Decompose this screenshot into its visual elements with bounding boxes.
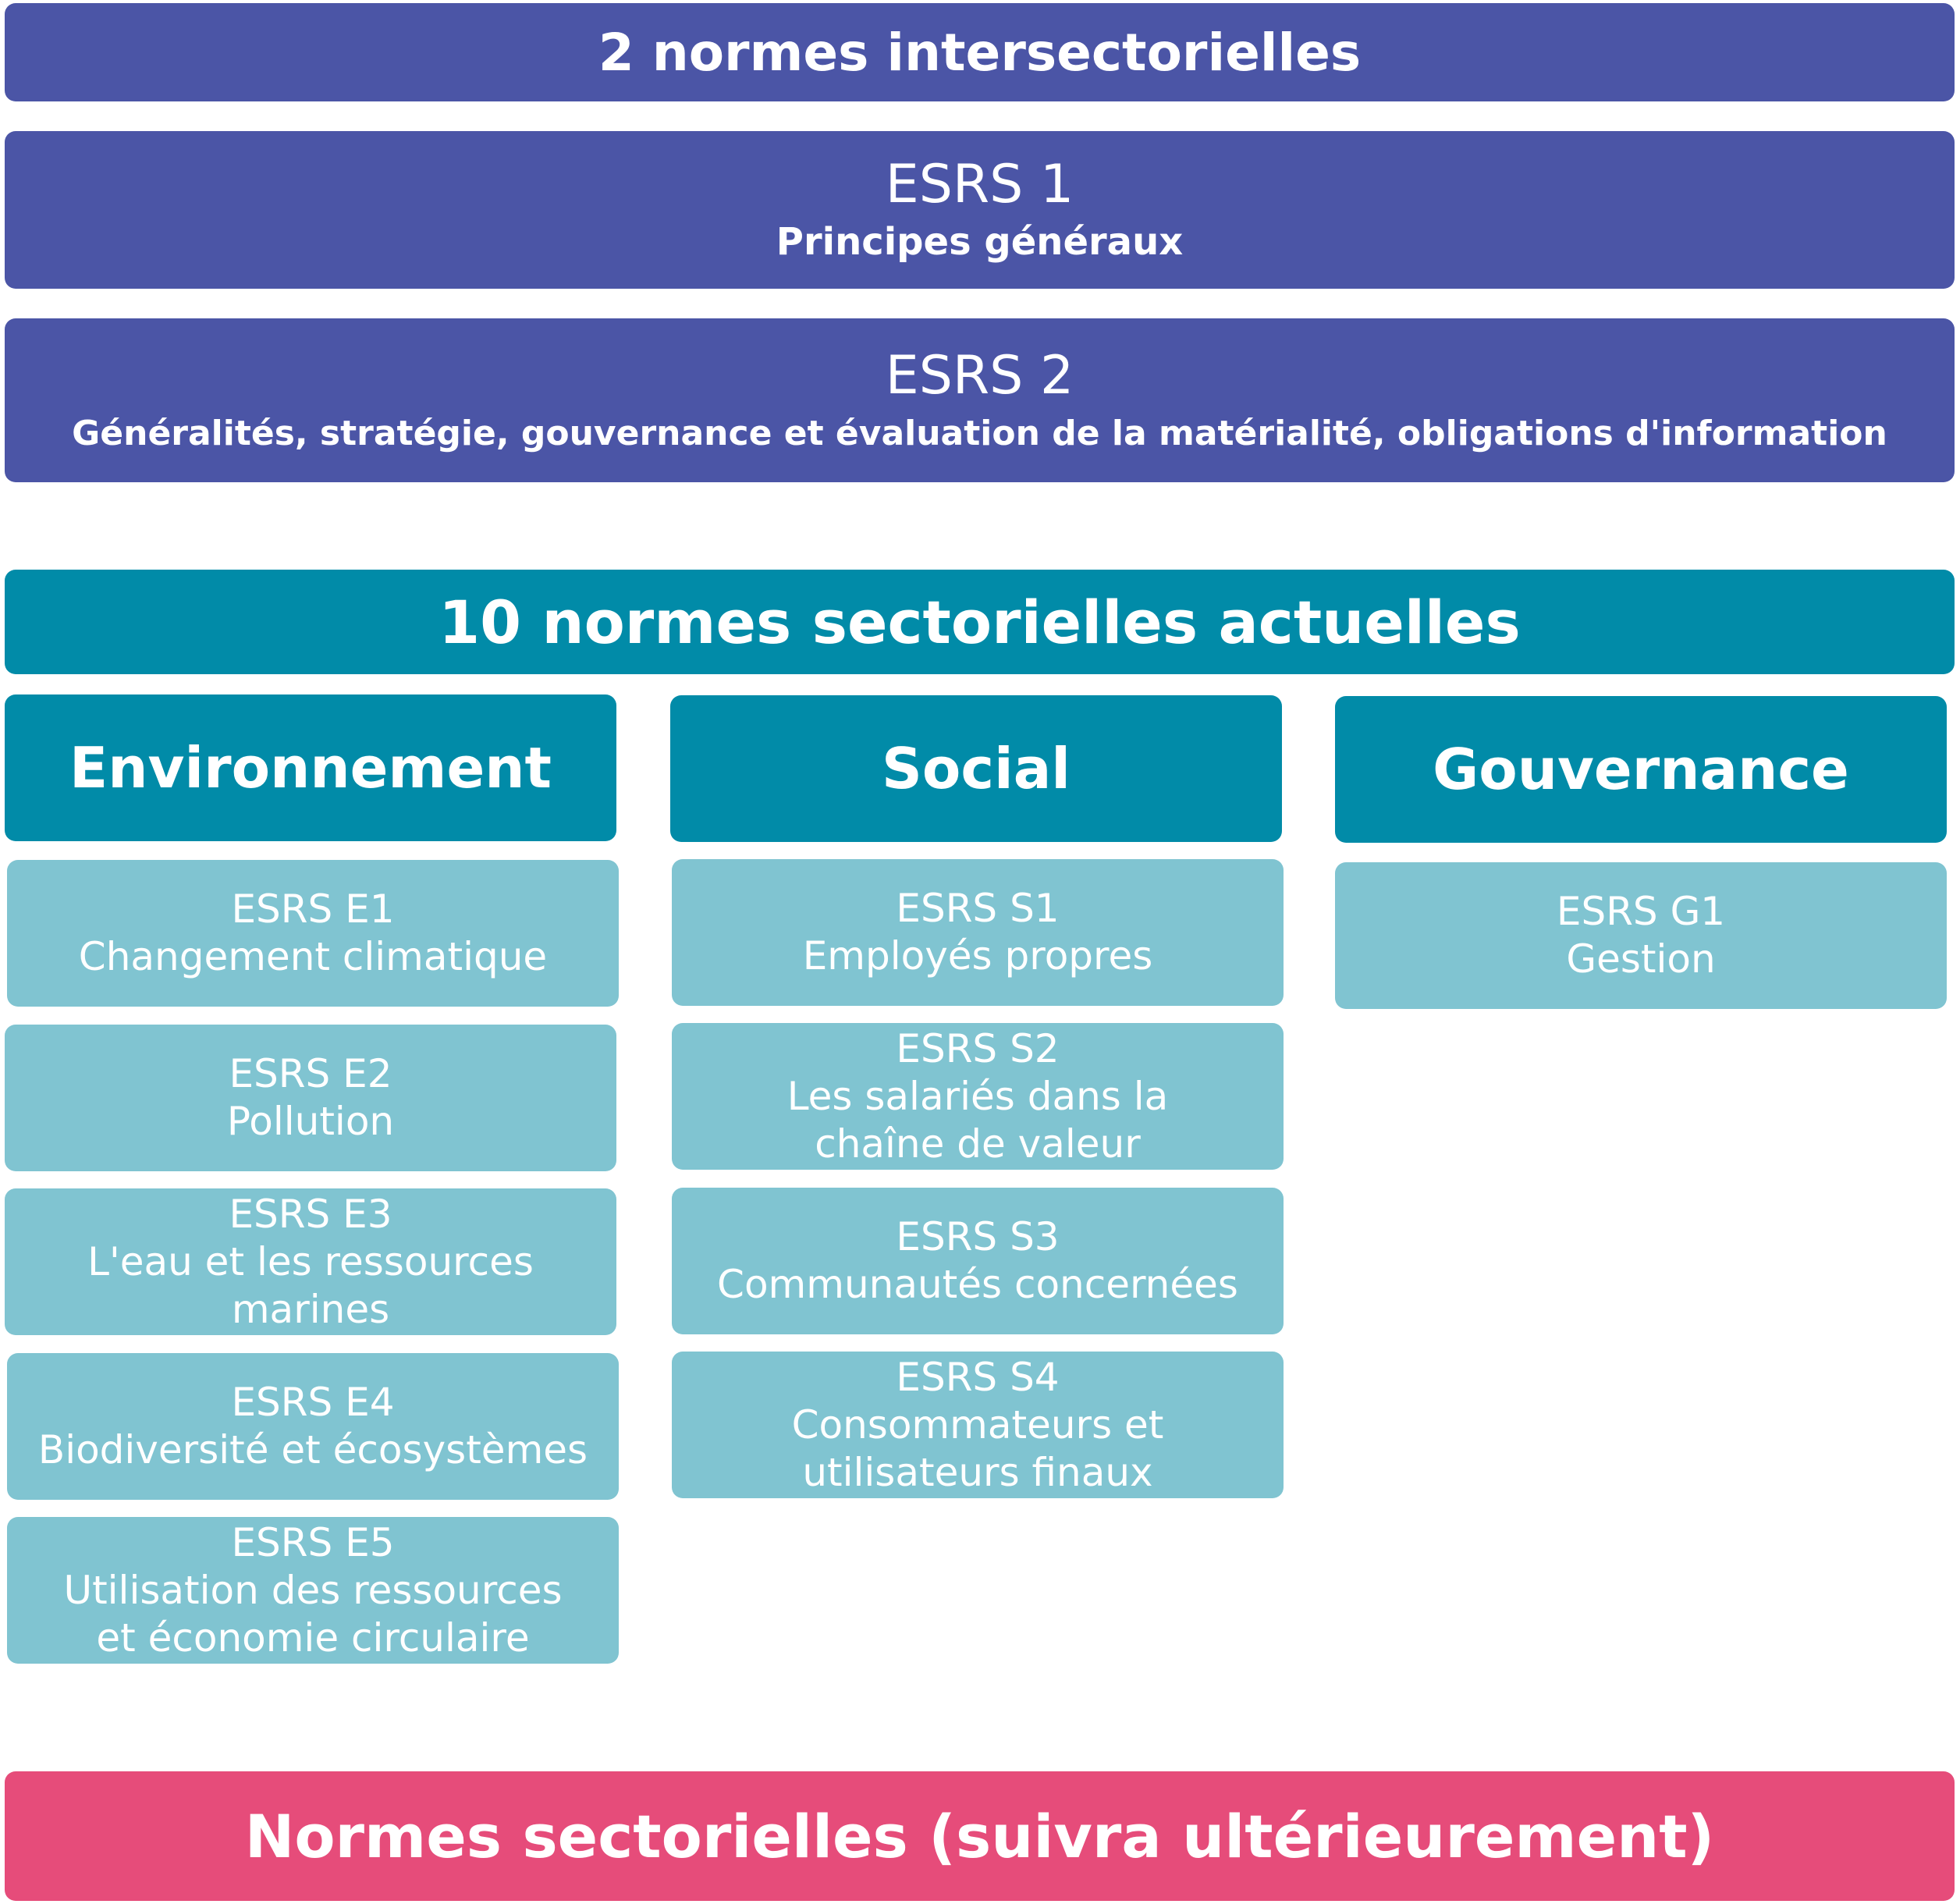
- column-heading-governance: Gouvernance: [1335, 696, 1947, 843]
- esrs1-code: ESRS 1: [885, 153, 1074, 215]
- card-esrs-e5: ESRS E5 Utilisation des ressources et éc…: [7, 1517, 619, 1664]
- card-code: ESRS G1: [1556, 889, 1726, 934]
- column-heading-label: Social: [882, 736, 1071, 801]
- future-sector-banner: Normes sectorielles (suivra ultérieureme…: [5, 1771, 1955, 1901]
- card-line: Employés propres: [802, 933, 1153, 979]
- card-esrs-s2: ESRS S2 Les salariés dans la chaîne de v…: [672, 1023, 1284, 1170]
- card-code: ESRS S3: [896, 1214, 1060, 1259]
- card-esrs-g1: ESRS G1 Gestion: [1335, 862, 1947, 1009]
- esrs1-label: Principes généraux: [776, 220, 1184, 265]
- sector-header: 10 normes sectorielles actuelles: [5, 570, 1955, 674]
- card-line: Utilisation des ressources: [63, 1567, 563, 1613]
- card-line: et économie circulaire: [96, 1614, 530, 1661]
- esrs2-label: Généralités, stratégie, gouvernance et é…: [72, 413, 1887, 453]
- card-code: ESRS E5: [231, 1519, 395, 1565]
- card-line: utilisateurs finaux: [802, 1449, 1153, 1495]
- card-line: Changement climatique: [78, 934, 548, 979]
- card-code: ESRS S4: [896, 1354, 1060, 1400]
- card-esrs-e2: ESRS E2 Pollution: [5, 1025, 616, 1171]
- card-code: ESRS E3: [229, 1191, 392, 1237]
- cross-sector-title: 2 normes intersectorielles: [598, 22, 1362, 83]
- card-esrs-s3: ESRS S3 Communautés concernées: [672, 1188, 1284, 1334]
- column-heading-environment: Environnement: [5, 694, 616, 841]
- esrs1-box: ESRS 1 Principes généraux: [5, 131, 1955, 289]
- card-line: Les salariés dans la: [786, 1073, 1169, 1119]
- card-line: Pollution: [226, 1099, 395, 1144]
- esrs2-box: ESRS 2 Généralités, stratégie, gouvernan…: [5, 318, 1955, 482]
- card-esrs-e3: ESRS E3 L'eau et les ressources marines: [5, 1188, 616, 1335]
- column-heading-label: Environnement: [69, 735, 552, 801]
- card-code: ESRS S2: [896, 1025, 1060, 1071]
- card-esrs-s1: ESRS S1 Employés propres: [672, 859, 1284, 1006]
- card-code: ESRS E4: [231, 1380, 395, 1425]
- card-esrs-e1: ESRS E1 Changement climatique: [7, 860, 619, 1007]
- card-code: ESRS E2: [229, 1051, 392, 1096]
- sector-title: 10 normes sectorielles actuelles: [439, 587, 1521, 657]
- card-line: Gestion: [1566, 936, 1716, 982]
- card-code: ESRS S1: [896, 886, 1060, 931]
- card-line: Biodiversité et écosystèmes: [37, 1427, 588, 1472]
- card-line: Communautés concernées: [717, 1262, 1238, 1307]
- esrs2-code: ESRS 2: [885, 345, 1074, 407]
- column-heading-label: Gouvernance: [1433, 737, 1849, 802]
- card-line: L'eau et les ressources marines: [87, 1238, 534, 1332]
- card-esrs-e4: ESRS E4 Biodiversité et écosystèmes: [7, 1353, 619, 1500]
- card-line: chaîne de valeur: [815, 1121, 1141, 1167]
- cross-sector-header: 2 normes intersectorielles: [5, 3, 1955, 101]
- future-title: Normes sectorielles (suivra ultérieureme…: [244, 1801, 1715, 1871]
- column-heading-social: Social: [670, 695, 1282, 842]
- card-code: ESRS E1: [231, 886, 395, 932]
- card-esrs-s4: ESRS S4 Consommateurs et utilisateurs fi…: [672, 1352, 1284, 1498]
- card-line: Consommateurs et: [791, 1401, 1164, 1448]
